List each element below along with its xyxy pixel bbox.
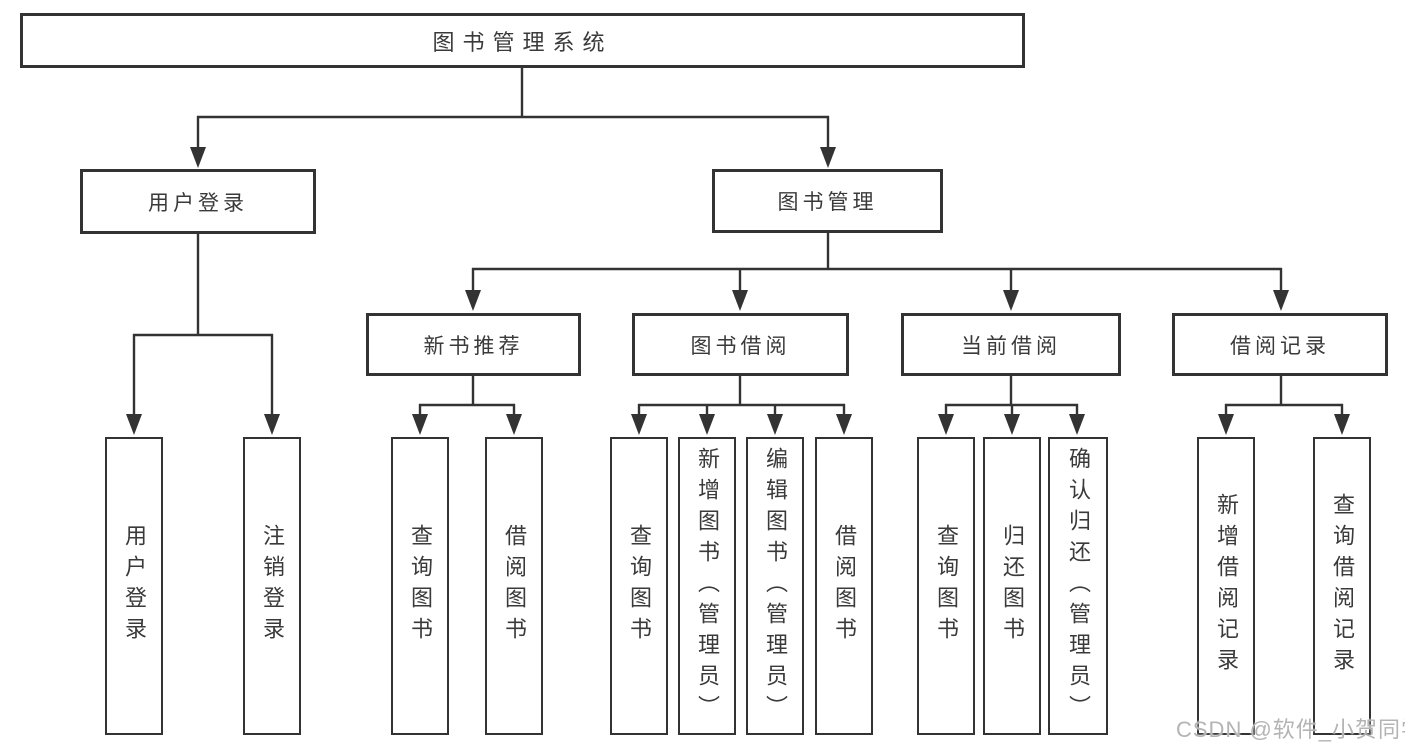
leaf-cb-query-books-label: 查询图书 xyxy=(934,524,959,648)
leaf-bb-edit-book-admin: 编辑图书（管理员） xyxy=(746,437,804,735)
node-user-login: 用户登录 xyxy=(80,169,316,234)
leaf-bb-edit-book-admin-label: 编辑图书（管理员） xyxy=(763,446,788,726)
leaf-user-login: 用户登录 xyxy=(105,437,163,735)
node-library-system: 图书管理系统 xyxy=(20,13,1025,68)
leaf-user-login-label: 用户登录 xyxy=(122,524,147,648)
leaf-logout-label: 注销登录 xyxy=(260,524,285,648)
node-user-login-label: 用户登录 xyxy=(148,191,248,215)
node-book-borrow-label: 图书借阅 xyxy=(690,334,791,358)
node-current-borrow: 当前借阅 xyxy=(901,313,1121,376)
leaf-br-query-record: 查询借阅记录 xyxy=(1313,437,1371,735)
node-borrow-records: 借阅记录 xyxy=(1172,313,1388,376)
leaf-bb-query-books-label: 查询图书 xyxy=(627,524,652,648)
leaf-cb-return-books: 归还图书 xyxy=(983,437,1041,735)
leaf-bb-borrow-books-label: 借阅图书 xyxy=(832,524,857,648)
leaf-cb-query-books: 查询图书 xyxy=(917,437,975,735)
leaf-bb-borrow-books: 借阅图书 xyxy=(815,437,873,735)
leaf-logout: 注销登录 xyxy=(243,437,301,735)
leaf-br-add-record-label: 新增借阅记录 xyxy=(1214,493,1239,679)
leaf-br-add-record: 新增借阅记录 xyxy=(1197,437,1255,735)
leaf-bb-query-books: 查询图书 xyxy=(610,437,668,735)
node-book-management: 图书管理 xyxy=(712,169,943,233)
leaf-nb-borrow-books-label: 借阅图书 xyxy=(502,524,527,648)
leaf-nb-borrow-books: 借阅图书 xyxy=(485,437,543,735)
leaf-cb-return-books-label: 归还图书 xyxy=(1000,524,1025,648)
csdn-watermark: CSDN @软件_小贺同学 xyxy=(1176,717,1405,742)
leaf-bb-add-book-admin: 新增图书（管理员） xyxy=(678,437,736,735)
leaf-cb-confirm-return-admin-label: 确认归还（管理员） xyxy=(1066,446,1091,726)
leaf-nb-query-books-label: 查询图书 xyxy=(408,524,433,648)
node-new-book-recommend-label: 新书推荐 xyxy=(423,334,524,358)
leaf-bb-add-book-admin-label: 新增图书（管理员） xyxy=(695,446,720,726)
leaf-cb-confirm-return-admin: 确认归还（管理员） xyxy=(1048,437,1108,735)
node-new-book-recommend: 新书推荐 xyxy=(366,313,581,376)
node-book-management-label: 图书管理 xyxy=(777,191,878,214)
node-borrow-records-label: 借阅记录 xyxy=(1230,334,1330,358)
node-book-borrow: 图书借阅 xyxy=(632,313,849,376)
leaf-br-query-record-label: 查询借阅记录 xyxy=(1330,493,1355,679)
node-current-borrow-label: 当前借阅 xyxy=(961,334,1061,358)
leaf-nb-query-books: 查询图书 xyxy=(391,437,449,735)
node-library-system-label: 图书管理系统 xyxy=(432,29,613,55)
